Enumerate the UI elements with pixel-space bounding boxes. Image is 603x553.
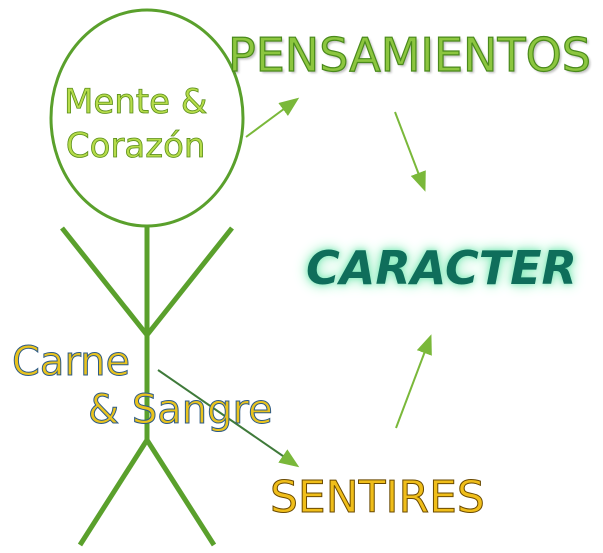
carne-line-1: Carne: [11, 339, 131, 386]
figure-left-leg: [77, 438, 150, 547]
mente-line-2: Corazón: [65, 126, 206, 167]
arrow-sentires-to-caracter: [395, 334, 432, 429]
carne-line-2: & Sangre: [88, 387, 274, 434]
label-pensamientos: PENSAMIENTOS: [227, 28, 591, 82]
arrow-pensamientos-to-caracter: [394, 111, 426, 192]
label-carne-sangre: Carne & Sangre: [11, 338, 274, 434]
label-mente-corazon: Mente & Corazón: [64, 80, 208, 168]
label-sentires: SENTIRES: [270, 472, 486, 523]
figure-right-arm: [145, 226, 234, 337]
arrow-carne-to-sentires: [157, 369, 300, 468]
mente-line-1: Mente &: [64, 82, 208, 123]
figure-right-leg: [144, 438, 217, 547]
arrow-mente-to-pensamientos: [245, 97, 300, 138]
figure-left-arm: [60, 226, 149, 337]
label-caracter: CARACTER: [306, 241, 577, 295]
